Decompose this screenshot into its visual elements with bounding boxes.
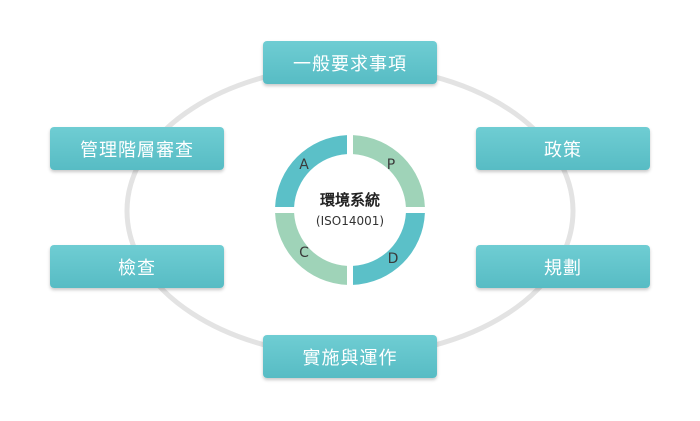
- pdca-label-c: C: [299, 245, 309, 261]
- step-general-requirements[interactable]: 一般要求事項: [263, 41, 437, 84]
- step-implementation-label: 實施與運作: [302, 347, 398, 369]
- pdca-label-p: P: [387, 157, 395, 173]
- pdca-segment-a: [275, 135, 347, 207]
- center-subtitle: (ISO14001): [316, 214, 384, 228]
- pdca-segment-c: [275, 213, 347, 285]
- pdca-segment-p: [353, 135, 425, 207]
- step-management-review-label: 管理階層審查: [80, 139, 194, 161]
- step-planning[interactable]: 規劃: [476, 245, 650, 288]
- step-policy-label: 政策: [544, 139, 582, 161]
- step-policy[interactable]: 政策: [476, 127, 650, 170]
- step-checking[interactable]: 檢查: [50, 245, 224, 288]
- step-implementation[interactable]: 實施與運作: [263, 335, 437, 378]
- pdca-label-d: D: [388, 251, 399, 267]
- step-checking-label: 檢查: [118, 257, 156, 279]
- step-planning-label: 規劃: [544, 257, 582, 279]
- step-management-review[interactable]: 管理階層審查: [50, 127, 224, 170]
- center-title: 環境系統: [320, 191, 380, 209]
- step-general-requirements-label: 一般要求事項: [293, 53, 407, 75]
- outer-cycle-ring: [124, 63, 576, 359]
- pdca-label-a: A: [299, 157, 309, 173]
- pdca-segment-d: [353, 213, 425, 285]
